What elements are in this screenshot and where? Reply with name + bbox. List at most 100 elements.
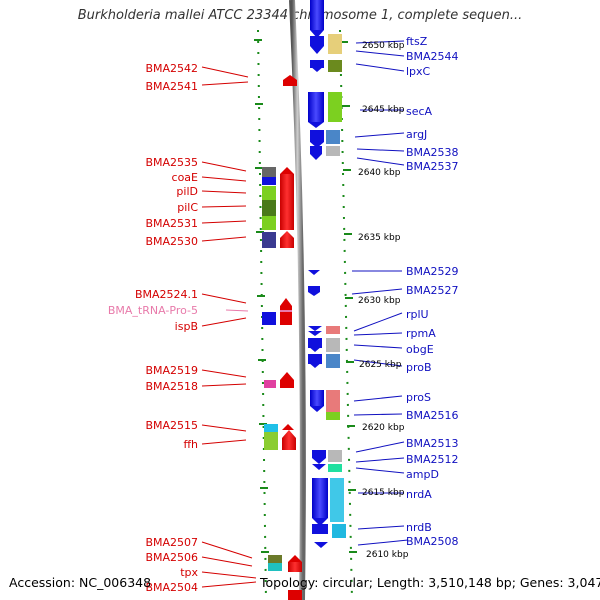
gene-bma2537	[326, 146, 340, 156]
gene-trna-pro	[280, 310, 292, 312]
gene-bma2542	[283, 75, 297, 80]
gene-arrow	[308, 346, 322, 352]
gene-label-right[interactable]: secA	[406, 105, 433, 118]
right-gene-labels[interactable]: ftsZ BMA2544 lpxC secA argJ BMA2538BMA2537BMA…	[406, 35, 459, 548]
gene-label-left[interactable]: BMA2524.1	[135, 288, 198, 301]
scale-label: 2650 kbp	[362, 41, 405, 51]
gene-label-right[interactable]: BMA2527	[406, 284, 459, 297]
gene-arrow	[312, 458, 326, 464]
gene-arrow	[308, 122, 324, 128]
gene-label-left[interactable]: BMA2542	[145, 62, 198, 75]
gene-label-left[interactable]: BMA2506	[145, 551, 198, 564]
reverse-strand-genes[interactable]	[308, 0, 346, 548]
gene-arrow	[310, 406, 324, 412]
gene-label-left[interactable]: pilC	[177, 201, 198, 214]
gene-pros	[310, 390, 324, 406]
gene-bma2507	[268, 555, 282, 563]
gene-label-left[interactable]: BMA2515	[145, 419, 198, 432]
gene-bma2516	[326, 412, 340, 420]
gene-nrda	[312, 478, 328, 518]
gene-label-right[interactable]: BMA2544	[406, 50, 459, 63]
gene-ispb-b	[280, 312, 292, 325]
gene-label-left[interactable]: BMA2535	[145, 156, 198, 169]
gene-label-right[interactable]: rplU	[406, 308, 429, 321]
gene-bma2529	[308, 270, 320, 275]
gene-bma2518	[264, 380, 276, 388]
gene-label-right[interactable]: BMA2538	[406, 146, 459, 159]
scale-label: 2620 kbp	[362, 423, 405, 433]
trna-leader-line	[225, 309, 249, 312]
gene-label-right[interactable]: BMA2529	[406, 265, 459, 278]
gene-label-left[interactable]: BMA2504	[145, 581, 198, 594]
gene-bma2541	[283, 80, 297, 86]
gene-label-left[interactable]: tpx	[180, 566, 198, 579]
gene-nrdb-b	[332, 524, 346, 538]
gene-label-left[interactable]: BMA_tRNA-Pro-5	[108, 304, 198, 317]
gene-bma2518-b	[280, 380, 294, 388]
left-leader-lines	[201, 66, 257, 588]
gene-label-right[interactable]: ampD	[406, 468, 439, 481]
gene-lpxc	[328, 60, 342, 72]
gene-arrow	[310, 46, 324, 54]
gene-label-right[interactable]: BMA2512	[406, 453, 459, 466]
gene-label-left[interactable]: ispB	[175, 320, 198, 333]
scale-label: 2640 kbp	[358, 168, 401, 178]
gene-prob-b	[326, 354, 340, 368]
gene-bma2519	[280, 372, 294, 380]
gene-label-right[interactable]: BMA2508	[406, 535, 459, 548]
gene-label-left[interactable]: BMA2507	[145, 536, 198, 549]
scale-label: 2615 kbp	[362, 488, 405, 498]
forward-strand-genes[interactable]	[262, 75, 302, 600]
gene-label-left[interactable]: BMA2541	[145, 80, 198, 93]
gene-label-right[interactable]: BMA2516	[406, 409, 459, 422]
gene-label-right[interactable]: obgE	[406, 343, 434, 356]
gene-pilc-b	[280, 200, 294, 216]
gene-label-right[interactable]: nrdB	[406, 521, 432, 534]
topology-text: Topology: circular; Length: 3,510,148 bp…	[260, 575, 600, 590]
gene-bma2530	[262, 232, 276, 248]
gene-label-right[interactable]: lpxC	[406, 65, 431, 78]
gene-bma2531-b	[280, 216, 294, 230]
gene-label-left[interactable]: BMA2530	[145, 235, 198, 248]
gene-label-right[interactable]: BMA2537	[406, 160, 459, 173]
gene-tpx	[268, 563, 282, 571]
map-title: Burkholderia mallei ATCC 23344 chromosom…	[77, 8, 523, 23]
right-leader-lines	[351, 40, 409, 546]
gene-label-right[interactable]: rpmA	[406, 327, 436, 340]
gene-label-left[interactable]: ffh	[183, 438, 198, 451]
gene-ampd	[312, 464, 326, 470]
gene-label-right[interactable]: proB	[406, 361, 432, 374]
gene-seca	[308, 92, 324, 122]
gene-bma2504	[288, 590, 302, 600]
gene-bma2515-b	[282, 424, 294, 430]
gene-label-right[interactable]: ftsZ	[406, 35, 428, 48]
gene-ampd-b	[328, 464, 342, 472]
gene-bma2531	[262, 216, 276, 230]
gene-argj-b	[326, 130, 340, 144]
gene-label-left[interactable]: BMA2519	[145, 364, 198, 377]
gene-label-left[interactable]: BMA2531	[145, 217, 198, 230]
scale-label: 2635 kbp	[358, 233, 401, 243]
gene-obge-b	[326, 338, 340, 352]
gene-nrda-b	[330, 478, 344, 522]
gene-label-left[interactable]: BMA2518	[145, 380, 198, 393]
gene-label-right[interactable]: nrdA	[406, 488, 432, 501]
gene-bma2544	[328, 34, 342, 54]
gene-bma2515	[264, 424, 278, 432]
gene-ffh	[264, 432, 278, 450]
gene-label-left[interactable]: pilD	[176, 185, 198, 198]
gene-coae-b	[280, 174, 294, 186]
scale-label: 2630 kbp	[358, 296, 401, 306]
gene-label-right[interactable]: argJ	[406, 128, 427, 141]
gene-block	[310, 60, 324, 68]
gene-coae	[262, 177, 276, 185]
scale-label: 2625 kbp	[359, 360, 402, 370]
gene-label-right[interactable]: proS	[406, 391, 431, 404]
gene-label-left[interactable]: coaE	[172, 171, 199, 184]
gene-arrow	[308, 292, 320, 296]
gene-pild	[262, 186, 276, 200]
gene-label-right[interactable]: BMA2513	[406, 437, 459, 450]
scale-tick-marks	[254, 39, 357, 553]
